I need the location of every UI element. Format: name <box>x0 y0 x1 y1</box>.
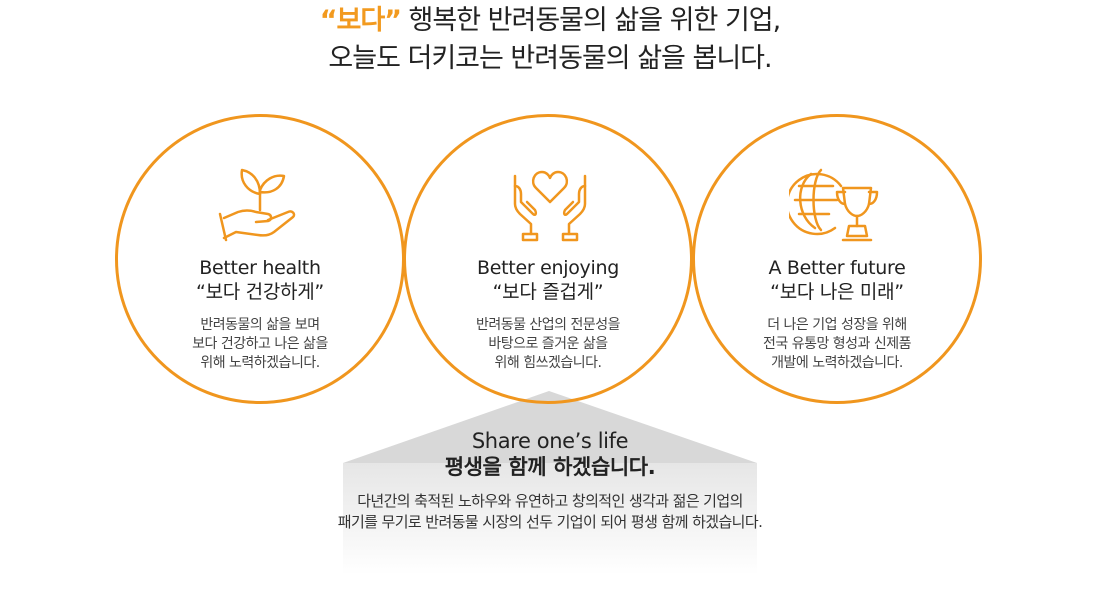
headline-line-2: 오늘도 더키코는 반려동물의 삶을 봅니다. <box>328 43 772 74</box>
value-desc-line: 위해 노력하겠습니다. <box>200 355 320 371</box>
value-desc-line: 바탕으로 즐거운 삶을 <box>488 336 608 352</box>
plant-in-hand-icon <box>218 168 296 242</box>
headline-accent: “보다” <box>319 5 402 36</box>
share-title: Share one’s life 평생을 함께 하겠습니다. <box>0 428 1100 480</box>
headline-line-1-text: 행복한 반려동물의 삶을 위한 기업, <box>400 5 782 36</box>
value-desc-line: 반려동물의 삶을 보며 <box>200 317 320 333</box>
share-title-ko: 평생을 함께 하겠습니다. <box>444 455 656 479</box>
value-title-health: Better health “보다 건강하게” <box>115 256 405 304</box>
share-title-en: Share one’s life <box>471 429 629 453</box>
share-desc-line: 다년간의 축적된 노하우와 유연하고 창의적인 생각과 젊은 기업의 <box>357 492 743 510</box>
heart-hands-icon <box>513 170 587 242</box>
value-desc-health: 반려동물의 삶을 보며 보다 건강하고 나은 삶을 위해 노력하겠습니다. <box>115 316 405 373</box>
value-circle-future <box>692 114 982 404</box>
value-title-en: Better enjoying <box>477 257 619 279</box>
value-desc-line: 전국 유통망 형성과 신제품 <box>762 336 912 352</box>
value-title-en: Better health <box>199 257 321 279</box>
headline: “보다” 행복한 반려동물의 삶을 위한 기업, 오늘도 더키코는 반려동물의 … <box>0 2 1100 78</box>
value-title-enjoying: Better enjoying “보다 즐겁게” <box>403 256 693 304</box>
value-circle-enjoying <box>403 114 693 404</box>
value-desc-line: 반려동물 산업의 전문성을 <box>475 317 621 333</box>
value-title-future: A Better future “보다 나은 미래” <box>692 256 982 304</box>
share-desc-line: 패기를 무기로 반려동물 시장의 선두 기업이 되어 평생 함께 하겠습니다. <box>337 513 763 531</box>
globe-trophy-icon <box>789 168 879 242</box>
value-title-ko: “보다 건강하게” <box>196 281 324 303</box>
value-desc-line: 보다 건강하고 나은 삶을 <box>192 336 328 352</box>
value-title-en: A Better future <box>768 257 906 279</box>
value-desc-future: 더 나은 기업 성장을 위해 전국 유통망 형성과 신제품 개발에 노력하겠습니… <box>692 316 982 373</box>
value-desc-line: 위해 힘쓰겠습니다. <box>494 355 602 371</box>
value-desc-line: 개발에 노력하겠습니다. <box>771 355 903 371</box>
value-desc-line: 더 나은 기업 성장을 위해 <box>767 317 907 333</box>
share-description: 다년간의 축적된 노하우와 유연하고 창의적인 생각과 젊은 기업의 패기를 무… <box>0 491 1100 533</box>
value-title-ko: “보다 즐겁게” <box>492 281 604 303</box>
headline-line-1: “보다” 행복한 반려동물의 삶을 위한 기업, <box>0 2 1100 40</box>
value-desc-enjoying: 반려동물 산업의 전문성을 바탕으로 즐거운 삶을 위해 힘쓰겠습니다. <box>403 316 693 373</box>
value-title-ko: “보다 나은 미래” <box>770 281 904 303</box>
